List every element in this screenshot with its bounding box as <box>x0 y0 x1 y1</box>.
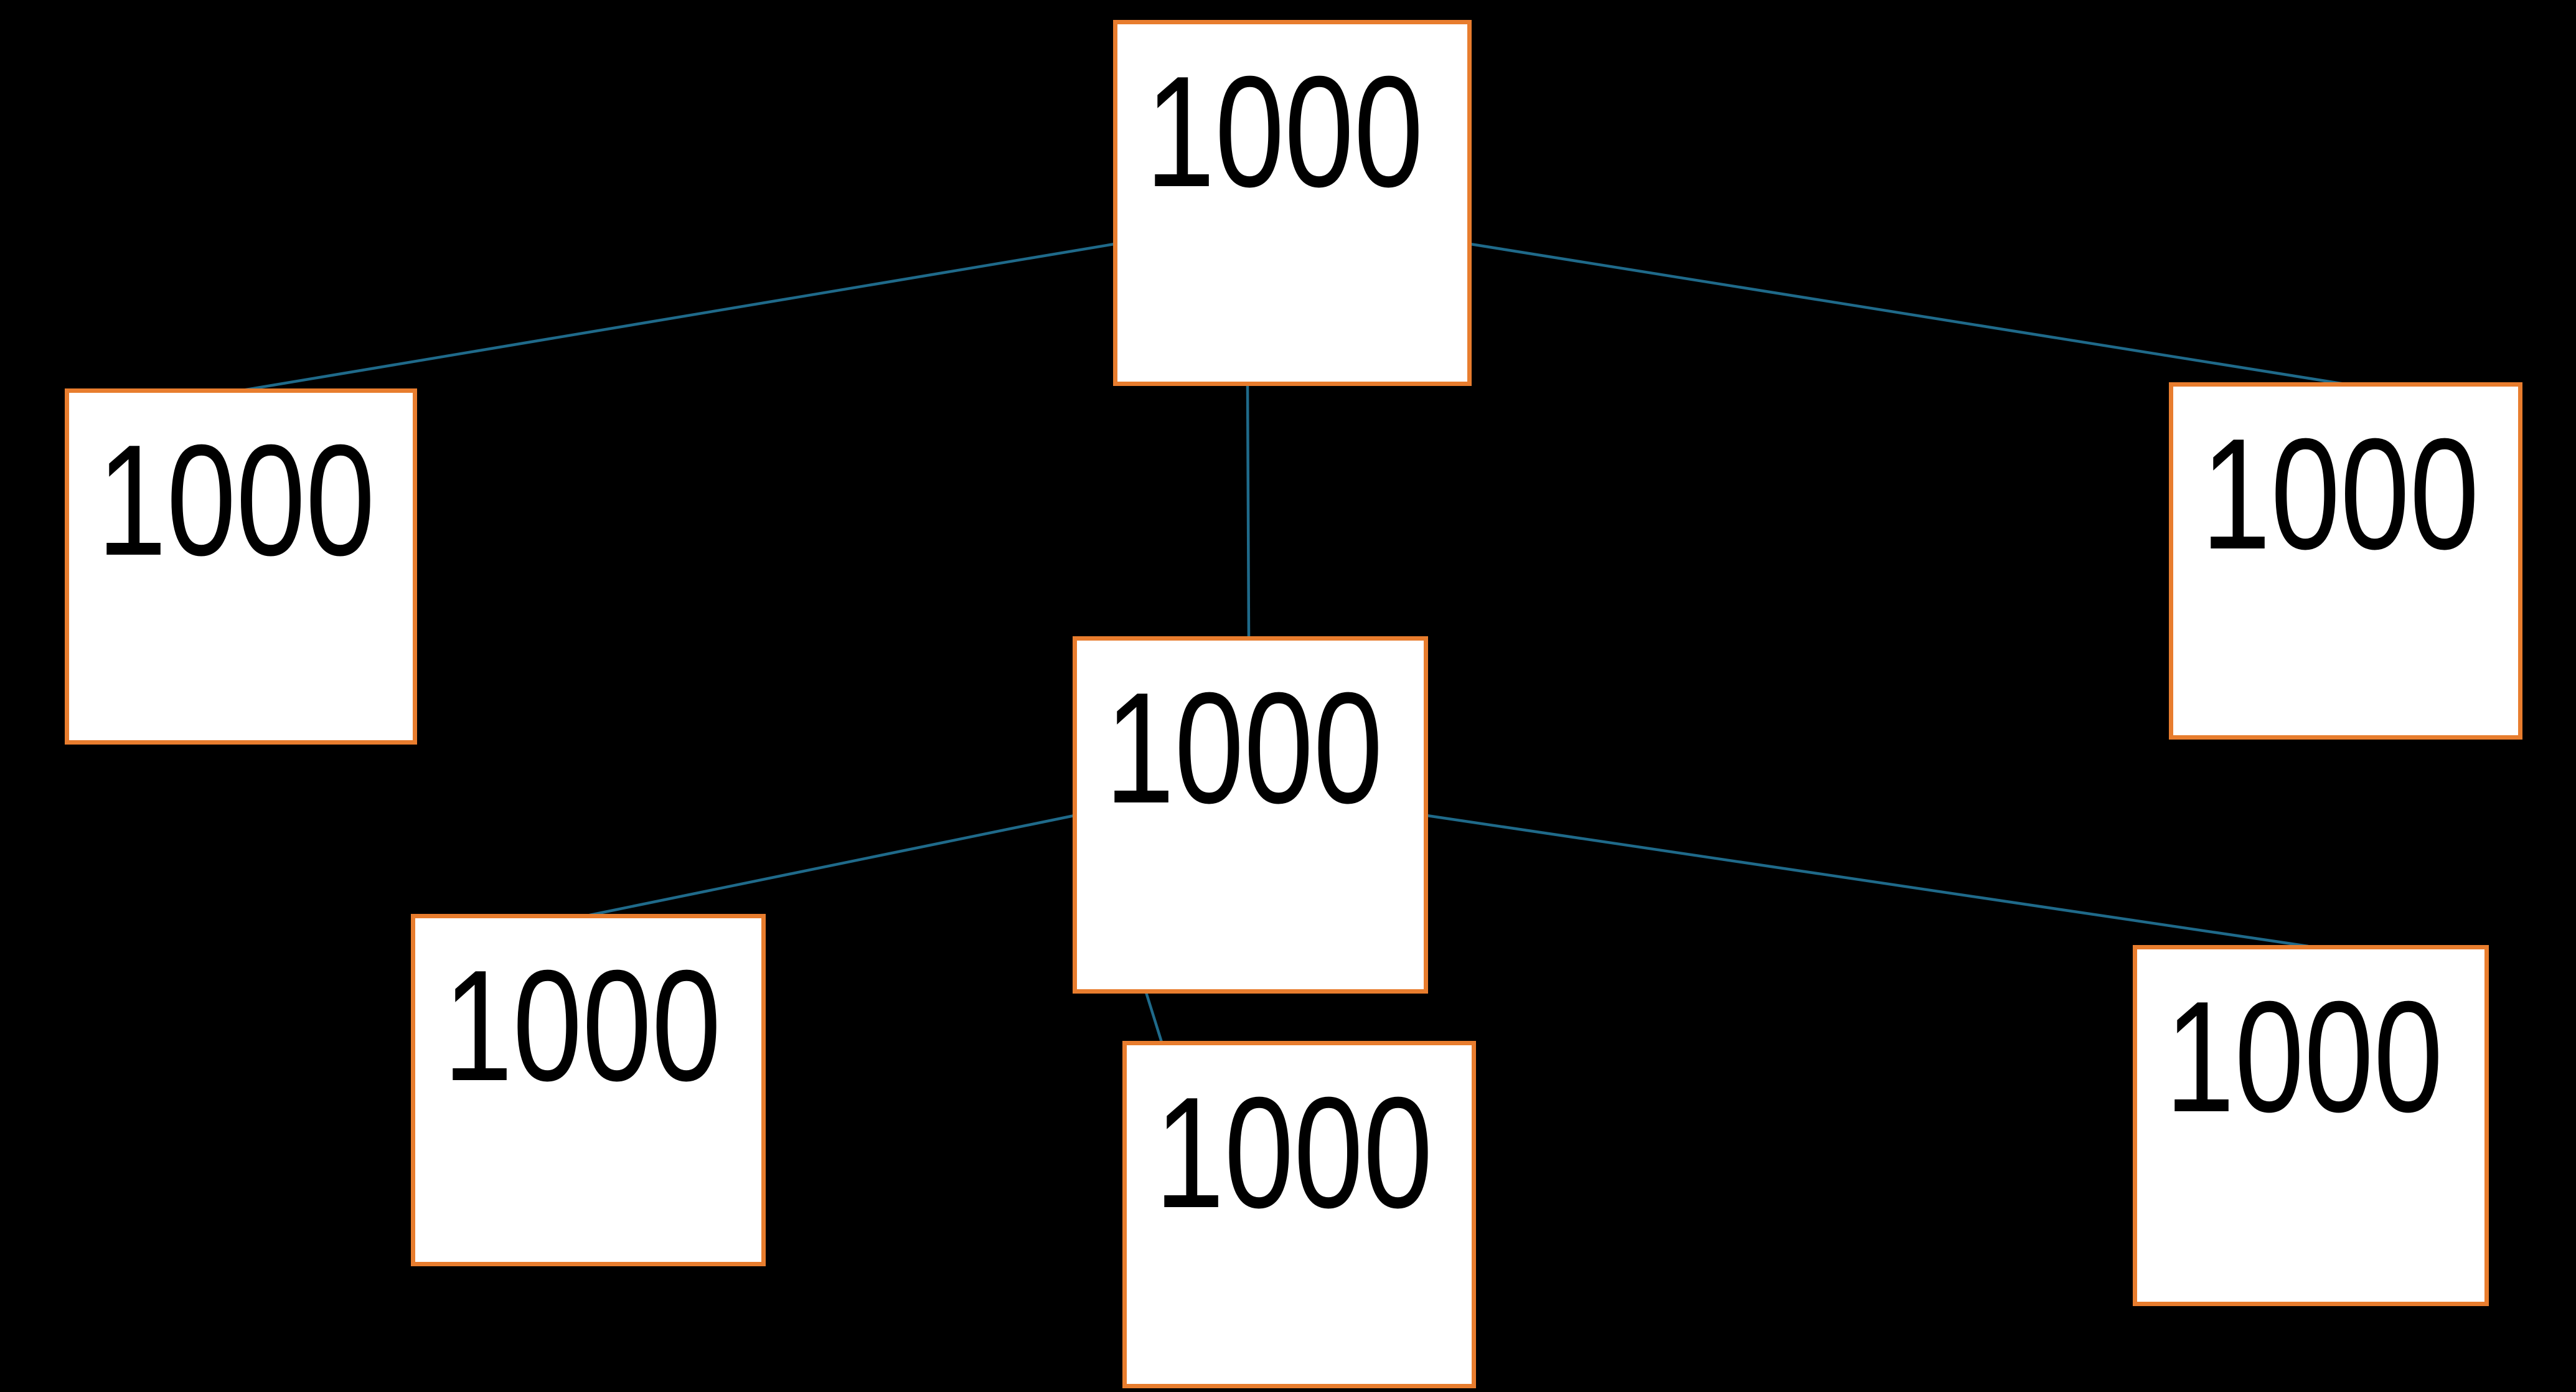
edge-root-right <box>1470 242 2346 386</box>
edge-root-middle <box>1246 384 1251 638</box>
tree-node-middle: 1000 <box>1073 636 1428 994</box>
edge-middle-lower-right <box>1426 814 2309 948</box>
node-value-label: 1000 <box>2201 405 2480 582</box>
node-value-label: 1000 <box>1105 659 1383 836</box>
node-value-label: 1000 <box>2165 968 2443 1145</box>
node-value-label: 1000 <box>1145 43 1424 220</box>
tree-node-bottom-middle: 1000 <box>1122 1041 1476 1388</box>
edge-middle-bottom-middle <box>1144 992 1163 1043</box>
edge-root-left <box>242 242 1115 392</box>
tree-node-right: 1000 <box>2169 382 2522 740</box>
tree-node-root: 1000 <box>1113 20 1472 386</box>
tree-node-lower-left: 1000 <box>411 914 766 1266</box>
node-value-label: 1000 <box>97 411 375 588</box>
node-value-label: 1000 <box>1155 1064 1433 1241</box>
node-value-label: 1000 <box>443 937 722 1114</box>
tree-node-lower-right: 1000 <box>2133 945 2489 1306</box>
tree-node-left: 1000 <box>65 388 417 745</box>
edge-middle-lower-left <box>589 814 1075 917</box>
